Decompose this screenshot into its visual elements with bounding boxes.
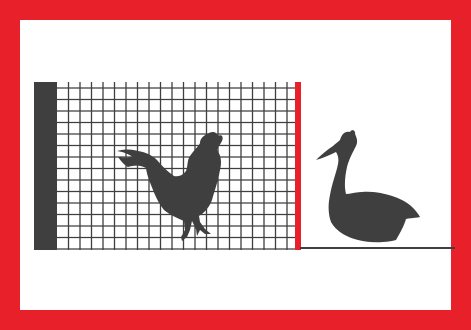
red-barrier-line	[295, 82, 301, 250]
ground-line	[300, 247, 455, 249]
crested-grebe-silhouette-icon	[316, 130, 420, 243]
rooster-silhouette-icon	[117, 131, 223, 241]
fence-post	[34, 82, 57, 250]
